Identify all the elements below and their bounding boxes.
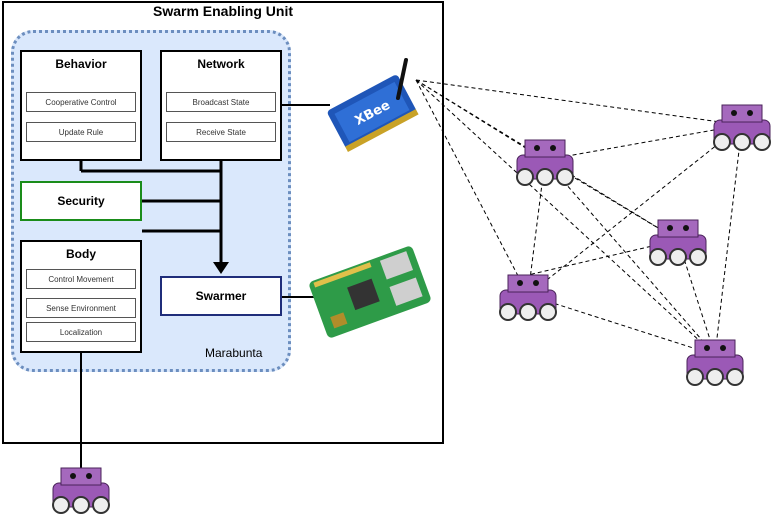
body-item: Sense Environment — [26, 298, 136, 318]
behavior-title: Behavior — [55, 57, 107, 71]
network-item: Receive State — [166, 122, 276, 142]
behavior-item: Cooperative Control — [26, 92, 136, 112]
network-item: Broadcast State — [166, 92, 276, 112]
swarmer-box: Swarmer — [160, 276, 282, 316]
behavior-item: Update Rule — [26, 122, 136, 142]
body-item: Localization — [26, 322, 136, 342]
network-title: Network — [197, 57, 245, 71]
body-item: Control Movement — [26, 269, 136, 289]
arrow-head — [213, 262, 229, 274]
marabunta-label: Marabunta — [205, 346, 263, 360]
security-box: Security — [20, 181, 142, 221]
body-title: Body — [66, 247, 96, 261]
unit-title: Swarm Enabling Unit — [152, 3, 293, 19]
